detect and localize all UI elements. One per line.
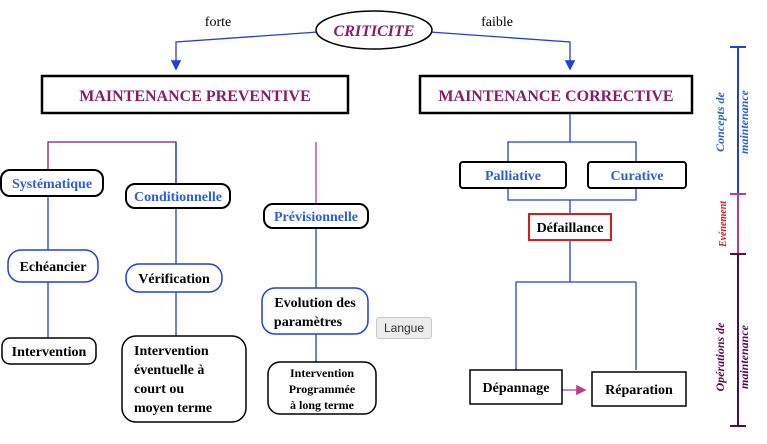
previsionnelle-label: Prévisionnelle <box>274 210 358 225</box>
conditionnelle-node: Conditionnelle <box>125 183 231 209</box>
intervention-programmee-line3: à long terme <box>290 398 355 412</box>
verification-node: Vérification <box>125 263 223 293</box>
langue-tooltip: Langue <box>376 317 432 339</box>
conditionnelle-label: Conditionnelle <box>134 190 222 205</box>
reparation-node: Réparation <box>591 371 687 407</box>
evolution-node: Evolution des paramètres <box>261 287 369 335</box>
operations-label: Opérations de maintenance <box>713 322 751 392</box>
evolution-label-line2: paramètres <box>274 315 343 330</box>
intervention-programmee-line1: Intervention <box>290 366 354 380</box>
echeancier-node: Echéancier <box>7 249 99 283</box>
intervention-programmee-line2: Programmée <box>289 382 356 396</box>
intervention-programmee-node: Intervention Programmée à long terme <box>267 361 377 415</box>
concepts-label-line1: Concepts de <box>713 92 727 152</box>
faible-label: faible <box>481 15 513 30</box>
echeancier-label: Echéancier <box>20 260 87 275</box>
systematique-label: Systématique <box>12 177 92 192</box>
evenement-label: Evénement <box>718 200 729 248</box>
connectors <box>47 31 637 396</box>
depannage-node: Dépannage <box>469 369 563 405</box>
intervention-label: Intervention <box>12 345 87 360</box>
intervention-node: Intervention <box>1 337 97 365</box>
depannage-label: Dépannage <box>483 381 550 396</box>
criticite-label: CRITICITE <box>334 23 415 40</box>
forte-label: forte <box>205 15 231 30</box>
evolution-label-line1: Evolution des <box>274 296 356 311</box>
intervention-eventuelle-line3: court ou <box>134 382 184 397</box>
concepts-label-line2: maintenance <box>737 89 751 154</box>
concepts-label: Concepts de maintenance <box>713 89 751 154</box>
defaillance-label: Défaillance <box>537 221 604 236</box>
previsionnelle-node: Prévisionnelle <box>263 203 369 229</box>
maintenance-preventive-box: MAINTENANCE PREVENTIVE <box>40 74 350 115</box>
curative-node: Curative <box>587 161 687 189</box>
criticite-node: CRITICITE <box>315 10 433 50</box>
palliative-node: Palliative <box>459 161 567 189</box>
evenement-label-text: Evénement <box>718 200 729 248</box>
intervention-eventuelle-line4: moyen terme <box>134 401 212 416</box>
intervention-eventuelle-line2: éventuelle à <box>134 363 204 378</box>
operations-label-line1: Opérations de <box>713 322 727 392</box>
palliative-label: Palliative <box>485 169 541 184</box>
curative-label: Curative <box>611 169 664 184</box>
maintenance-preventive-title: MAINTENANCE PREVENTIVE <box>79 88 311 105</box>
systematique-node: Systématique <box>0 169 104 197</box>
maintenance-corrective-title: MAINTENANCE CORRECTIVE <box>438 88 673 105</box>
defaillance-node: Défaillance <box>528 213 612 241</box>
intervention-eventuelle-node: Intervention éventuelle à court ou moyen… <box>121 335 247 423</box>
maintenance-corrective-box: MAINTENANCE CORRECTIVE <box>418 74 694 115</box>
side-scale <box>730 46 746 427</box>
intervention-eventuelle-line1: Intervention <box>134 344 209 359</box>
verification-label: Vérification <box>138 272 210 287</box>
operations-label-line2: maintenance <box>737 324 751 389</box>
reparation-label: Réparation <box>605 383 673 398</box>
